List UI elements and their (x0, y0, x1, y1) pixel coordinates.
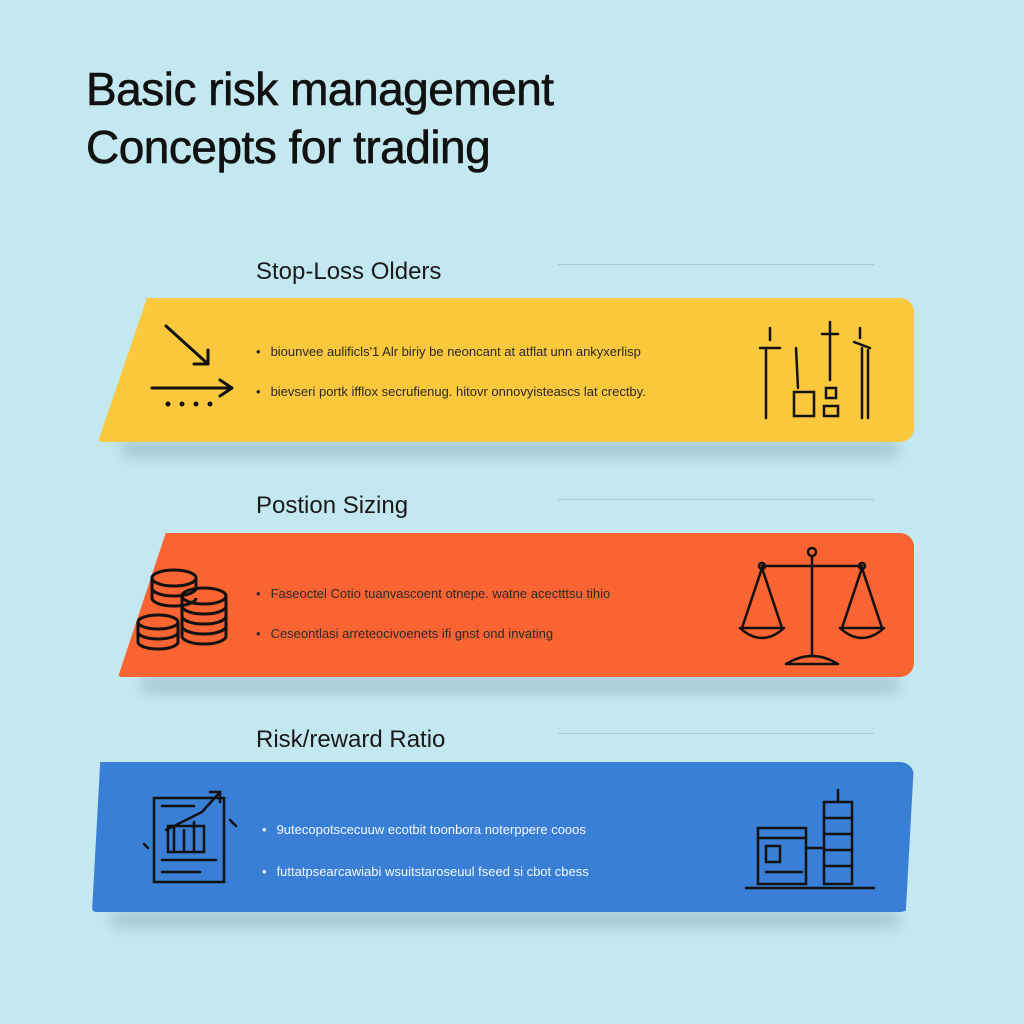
section-heading-stop-loss: Stop-Loss Olders (256, 258, 442, 285)
page-title: Basic risk management Concepts for tradi… (86, 60, 555, 176)
list-item: futtatpsearcawiabi wsuitstaroseuul fseed… (262, 862, 589, 882)
stop-loss-band (98, 298, 914, 442)
section-divider (558, 499, 874, 500)
balance-scale-icon (738, 546, 886, 666)
position-sizing-bullets: Faseoctel Cotio tuanvascoent otnepe. wat… (256, 584, 611, 644)
title-line-2: Concepts for trading (86, 121, 491, 174)
list-item: biounvee aulificls'1 Alr biriy be neonca… (256, 342, 646, 362)
down-right-arrow-icon (150, 324, 234, 407)
section-heading-position-sizing: Postion Sizing (256, 492, 409, 519)
section-divider (558, 733, 874, 734)
list-item: bievseri portk ifflox secrufienug. hitov… (256, 382, 646, 402)
section-divider (558, 264, 874, 265)
band-shadow (110, 910, 900, 928)
candlestick-bars-icon (758, 320, 872, 420)
growth-chart-document-icon (142, 790, 238, 884)
list-item: 9utecopotscecuuw ecotbit toonbora noterp… (262, 820, 589, 840)
section-heading-risk-reward: Risk/reward Ratio (256, 726, 446, 753)
coin-stack-icon (136, 568, 228, 651)
list-item: Faseoctel Cotio tuanvascoent otnepe. wat… (256, 584, 611, 604)
band-shadow (140, 676, 900, 694)
title-line-1: Basic risk management (86, 63, 555, 116)
list-item: Ceseontlasi arreteocivoenets ifi gnst on… (256, 624, 610, 644)
band-shadow (120, 440, 900, 458)
position-sizing-band (118, 533, 914, 677)
buildings-chart-icon (744, 788, 876, 890)
stop-loss-bullets: biounvee aulificls'1 Alr biriy be neonca… (256, 342, 646, 402)
risk-reward-bullets: 9utecopotscecuuw ecotbit toonbora noterp… (262, 820, 589, 882)
